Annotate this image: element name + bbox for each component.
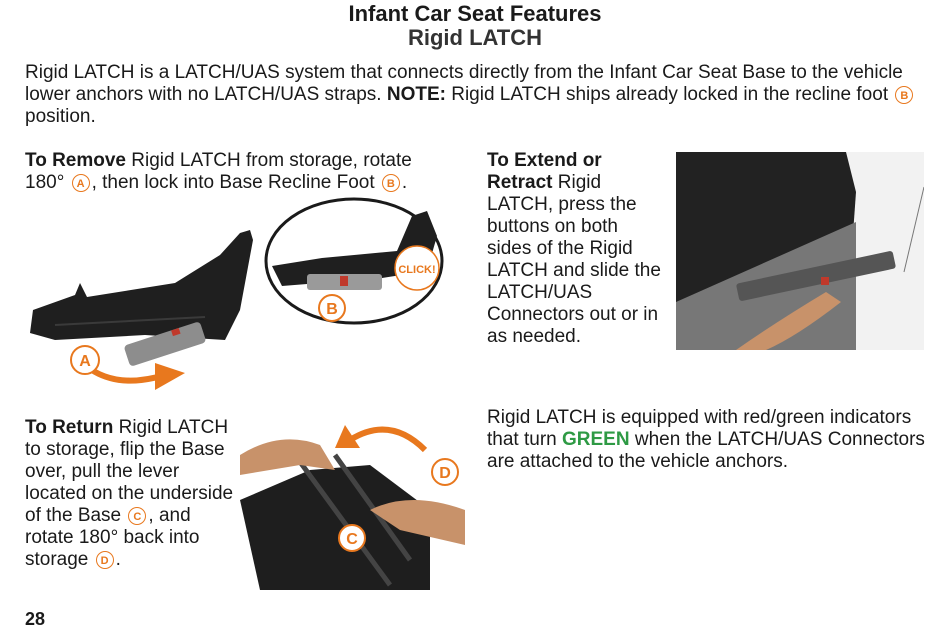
label-b: B: [326, 301, 338, 318]
page-number: 28: [25, 609, 46, 629]
click-label: CLICK!: [398, 264, 435, 276]
return-heading: To Return: [25, 417, 114, 438]
label-c-circle: [338, 524, 366, 552]
marker-a: A: [71, 173, 90, 192]
intro-text: Rigid LATCH is a LATCH/UAS system that c…: [25, 62, 903, 105]
extend-instructions: To Extend or Retract Rigid LATCH, press …: [487, 150, 667, 348]
label-a-circle: [70, 345, 100, 375]
hand-left: [240, 439, 335, 475]
indicator-text: Rigid LATCH is equipped with red/green i…: [487, 407, 912, 450]
remove-instructions: To Remove Rigid LATCH from storage, rota…: [25, 150, 455, 194]
photo-indicator: [821, 277, 829, 285]
page-subtitle: Rigid LATCH: [407, 25, 542, 50]
extend-heading: To Extend or Retract: [487, 150, 602, 193]
label-a: A: [79, 353, 91, 370]
indicator-closeup: [340, 276, 348, 286]
click-burst: [394, 245, 440, 291]
marker-d: D: [95, 550, 114, 569]
intro-text: position.: [25, 106, 96, 127]
return-text: , and rotate 180° back into storage: [25, 505, 200, 570]
page-title: Infant Car Seat Features: [348, 1, 602, 26]
hand-right: [370, 500, 465, 545]
latch-arms: [292, 453, 413, 587]
remove-text: , then lock into Base Recline Foot: [91, 172, 380, 193]
remove-heading: To Remove: [25, 150, 127, 171]
marker-c: C: [128, 506, 147, 525]
return-illustration: D C: [240, 425, 465, 590]
label-d: D: [439, 465, 451, 482]
intro-text: Rigid LATCH ships already locked in the …: [445, 84, 894, 105]
remove-text: Rigid LATCH from storage, rotate 180°: [25, 150, 412, 193]
green-word: GREEN: [562, 429, 630, 450]
latch-rail: [736, 251, 896, 301]
indicator-text: when the LATCH/UAS Connectors are attach…: [487, 429, 925, 472]
base-rotate-illustration: A: [30, 230, 253, 390]
base-edge: [54, 316, 206, 326]
intro-paragraph: Rigid LATCH is a LATCH/UAS system that c…: [25, 62, 935, 128]
marker-b: B: [895, 85, 914, 104]
latch-bar: [124, 322, 206, 366]
label-d-circle: [431, 458, 459, 486]
arrow-head: [155, 363, 185, 390]
extend-photo: [676, 152, 924, 350]
indicator-paragraph: Rigid LATCH is equipped with red/green i…: [487, 407, 932, 473]
closeup-illustration: CLICK! B: [264, 197, 444, 325]
marker-b: B: [381, 173, 400, 192]
return-arrow: [348, 426, 428, 453]
return-text: Rigid LATCH to storage, flip the Base ov…: [25, 417, 234, 526]
note-label: NOTE:: [386, 84, 446, 105]
label-b-circle: [318, 294, 346, 322]
return-arrow-head: [335, 425, 360, 448]
extend-text: Rigid LATCH, press the buttons on both s…: [487, 172, 661, 347]
indicator-red: [171, 327, 181, 337]
flipped-base: [240, 465, 430, 590]
remove-text: .: [401, 172, 408, 193]
return-instructions: To Return Rigid LATCH to storage, flip t…: [25, 417, 240, 571]
car-seat-base: [30, 230, 253, 340]
return-text: .: [115, 549, 121, 570]
hand: [736, 292, 841, 350]
anchor-wire: [903, 186, 924, 273]
label-c: C: [346, 531, 358, 548]
